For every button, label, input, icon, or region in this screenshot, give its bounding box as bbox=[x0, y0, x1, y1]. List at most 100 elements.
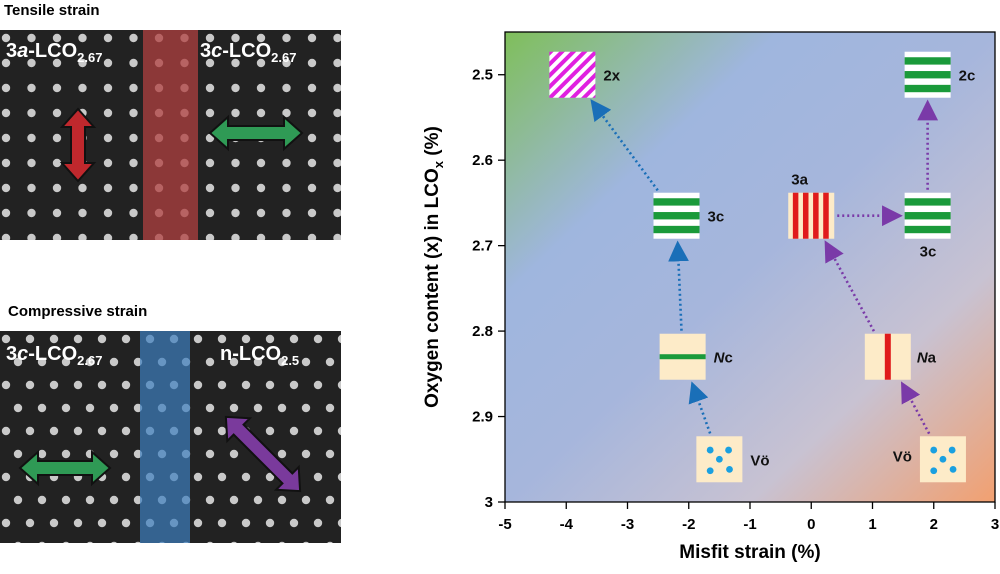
atom-dot bbox=[207, 541, 213, 543]
atom-dot bbox=[193, 380, 203, 390]
atom-dot bbox=[307, 108, 317, 118]
transition-arrow-purple bbox=[824, 240, 876, 332]
atom-dot bbox=[307, 158, 317, 168]
vacancy-dot bbox=[715, 455, 723, 463]
atom-dot bbox=[289, 334, 299, 344]
atom-dot bbox=[205, 58, 215, 68]
tensile-atom-lattice bbox=[1, 30, 341, 240]
atom-dot bbox=[253, 357, 263, 367]
red-double-arrow bbox=[59, 107, 97, 183]
atom-dot bbox=[63, 541, 69, 543]
atom-dot bbox=[265, 472, 275, 482]
atom-dot bbox=[52, 83, 62, 93]
atom-dot bbox=[231, 158, 240, 168]
atom-dot bbox=[256, 158, 266, 168]
atom-dot bbox=[277, 403, 287, 413]
x-tick-label: 1 bbox=[868, 516, 876, 533]
atom-dot bbox=[301, 449, 311, 459]
atom-dot bbox=[37, 403, 47, 413]
atom-dot bbox=[282, 108, 291, 118]
atom-dot bbox=[256, 108, 266, 118]
atom-dot bbox=[78, 183, 87, 193]
phase-marker-2c: 2c bbox=[904, 51, 976, 98]
atom-dot bbox=[73, 380, 83, 390]
phase-stripe bbox=[884, 333, 891, 380]
atom-dot bbox=[205, 158, 215, 168]
atom-dot bbox=[217, 380, 227, 390]
atom-dot bbox=[121, 334, 131, 344]
atom-dot bbox=[1, 133, 11, 143]
phase-marker-Nc: Nc bbox=[659, 333, 733, 380]
atom-dot bbox=[205, 208, 215, 218]
tensile-left-label: 3a-LCO2.67 bbox=[6, 40, 103, 65]
atom-dot bbox=[231, 58, 240, 68]
phase-stripe bbox=[904, 57, 951, 65]
atom-dot bbox=[205, 108, 215, 118]
transition-arrow-blue bbox=[688, 381, 712, 434]
atom-dot bbox=[49, 518, 59, 528]
atom-dot bbox=[325, 449, 335, 459]
atom-dot bbox=[265, 334, 275, 344]
phase-stripe bbox=[823, 192, 829, 239]
tensile-stem-image: 3a-LCO2.67 3c-LCO2.67 bbox=[0, 30, 341, 240]
atom-dot bbox=[78, 208, 87, 218]
atom-dot bbox=[87, 541, 93, 543]
phase-marker-2x: 2x bbox=[549, 51, 621, 98]
vacancy-dot bbox=[939, 455, 947, 463]
atom-dot bbox=[307, 183, 317, 193]
atom-dot bbox=[307, 58, 317, 68]
atom-dot bbox=[241, 380, 251, 390]
interface-band-red bbox=[143, 30, 198, 240]
atom-dot bbox=[49, 426, 59, 436]
atom-dot bbox=[52, 133, 62, 143]
atom-dot bbox=[282, 33, 291, 43]
atom-dot bbox=[52, 33, 62, 43]
phase-stripe bbox=[653, 198, 700, 206]
atom-dot bbox=[1, 83, 11, 93]
atom-dot bbox=[307, 233, 317, 240]
atom-dot bbox=[103, 133, 113, 143]
atom-dot bbox=[129, 133, 138, 143]
atom-dot bbox=[129, 183, 138, 193]
phase-label: 2c bbox=[959, 68, 976, 85]
atom-dot bbox=[85, 403, 95, 413]
atom-dot bbox=[103, 58, 113, 68]
atom-dot bbox=[103, 233, 113, 240]
atom-dot bbox=[333, 133, 341, 143]
atom-dot bbox=[49, 380, 59, 390]
atom-dot bbox=[1, 183, 11, 193]
atom-dot bbox=[205, 495, 215, 505]
atom-dot bbox=[217, 472, 227, 482]
x-tick-label: 3 bbox=[991, 516, 999, 533]
atom-dot bbox=[52, 208, 62, 218]
atom-dot bbox=[1, 33, 11, 43]
x-tick-label: -4 bbox=[560, 516, 574, 533]
atom-dot bbox=[27, 58, 36, 68]
vacancy-dot bbox=[930, 446, 938, 454]
phase-stripe bbox=[813, 192, 819, 239]
interface-band-blue bbox=[140, 331, 190, 543]
atom-dot bbox=[333, 183, 341, 193]
vacancy-dot bbox=[725, 446, 732, 454]
atom-dot bbox=[97, 334, 107, 344]
atom-dot bbox=[307, 83, 317, 93]
atom-dot bbox=[27, 133, 36, 143]
atom-dot bbox=[333, 158, 341, 168]
atom-dot bbox=[313, 334, 323, 344]
phase-stripe bbox=[904, 198, 951, 206]
vacancy-dot bbox=[948, 446, 956, 454]
atom-dot bbox=[289, 518, 299, 528]
phase-label: 3c bbox=[920, 244, 937, 261]
atom-dot bbox=[333, 208, 341, 218]
phase-label: Vö bbox=[750, 452, 769, 469]
atom-dot bbox=[103, 33, 113, 43]
atom-dot bbox=[73, 334, 83, 344]
atom-dot bbox=[1, 108, 11, 118]
atom-dot bbox=[193, 472, 203, 482]
atom-dot bbox=[49, 334, 59, 344]
x-tick-label: 0 bbox=[807, 516, 815, 533]
atom-dot bbox=[282, 158, 291, 168]
atom-dot bbox=[129, 158, 138, 168]
atom-dot bbox=[25, 426, 35, 436]
